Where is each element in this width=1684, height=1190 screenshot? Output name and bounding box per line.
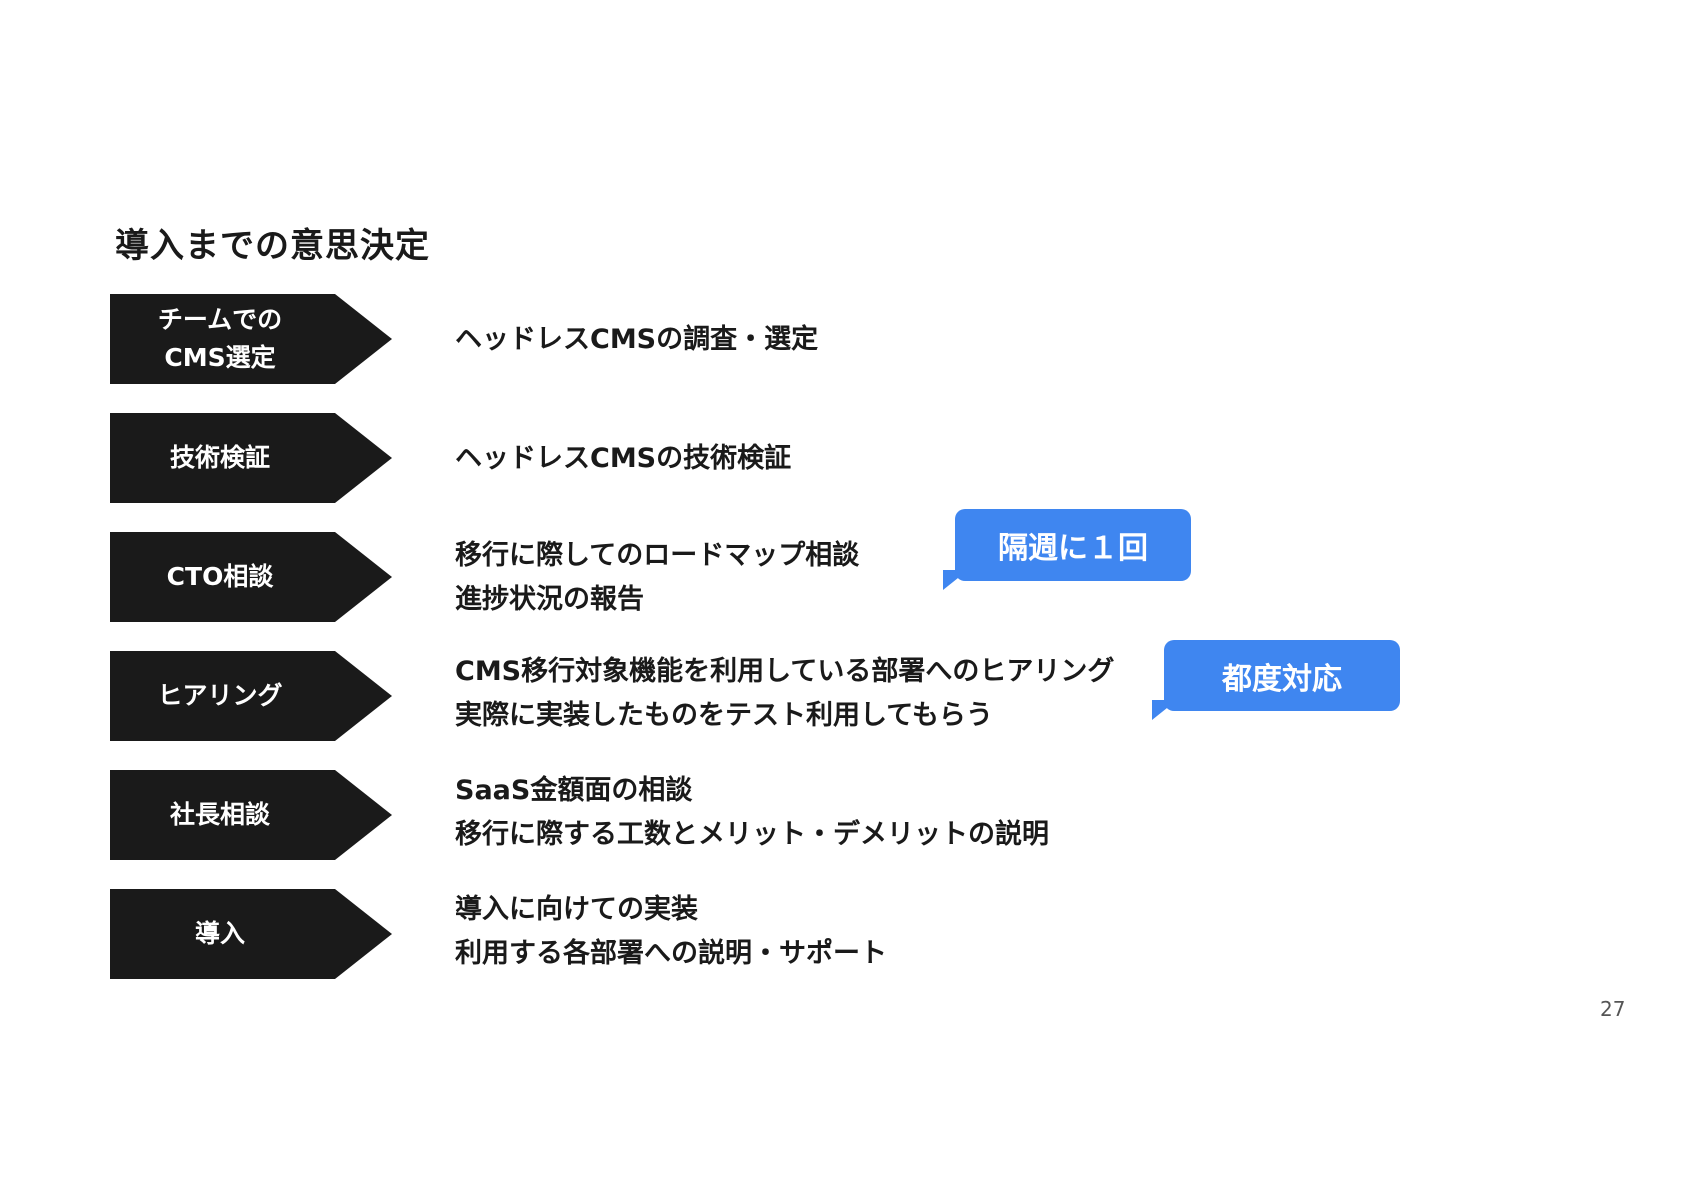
step-description-cto-consultation: 移行に際してのロードマップ相談 進捗状況の報告 (455, 534, 859, 622)
step-label-line: チームでの (157, 305, 283, 334)
step-label-line: ヒアリング (157, 681, 283, 710)
step-label: 技術検証 (170, 439, 270, 477)
step-arrow-introduction: 導入 (110, 889, 392, 979)
step-label: ヒアリング (157, 677, 282, 715)
step-arrow-ceo-consultation: 社長相談 (110, 770, 392, 860)
page-number: 27 (1600, 997, 1626, 1021)
step-label-line: CMS選定 (164, 343, 276, 372)
step-arrow-tech-verification: 技術検証 (110, 413, 392, 503)
description-line: ヘッドレスCMSの調査・選定 (455, 324, 819, 355)
description-line: 実際に実装したものをテスト利用してもらう (455, 700, 993, 731)
step-label-line: 技術検証 (169, 443, 270, 472)
slide-title: 導入までの意思決定 (115, 226, 430, 266)
step-label-line: CTO相談 (166, 562, 274, 591)
step-label: 社長相談 (170, 796, 270, 834)
description-line: CMS移行対象機能を利用している部署へのヒアリング (455, 656, 1115, 687)
step-description-tech-verification: ヘッドレスCMSの技術検証 (455, 437, 791, 481)
step-arrow-team-cms-selection: チームでの CMS選定 (110, 294, 392, 384)
description-line: 導入に向けての実装 (455, 894, 698, 925)
step-arrow-hearing: ヒアリング (110, 651, 392, 741)
step-description-introduction: 導入に向けての実装 利用する各部署への説明・サポート (455, 888, 887, 976)
step-description-team-cms-selection: ヘッドレスCMSの調査・選定 (455, 318, 818, 362)
description-line: 移行に際してのロードマップ相談 (455, 540, 860, 571)
description-line: SaaS金額面の相談 (455, 775, 693, 806)
description-line: 利用する各部署への説明・サポート (455, 938, 887, 969)
step-arrow-cto-consultation: CTO相談 (110, 532, 392, 622)
step-label: 導入 (195, 915, 245, 953)
step-label-line: 社長相談 (169, 800, 270, 829)
callout-biweekly: 隔週に１回 (955, 509, 1191, 581)
callout-as-needed: 都度対応 (1164, 640, 1400, 711)
step-label: チームでの CMS選定 (158, 301, 282, 377)
description-line: 移行に際する工数とメリット・デメリットの説明 (455, 819, 1049, 850)
step-description-ceo-consultation: SaaS金額面の相談 移行に際する工数とメリット・デメリットの説明 (455, 769, 1049, 857)
step-description-hearing: CMS移行対象機能を利用している部署へのヒアリング 実際に実装したものをテスト利… (455, 650, 1114, 738)
description-line: 進捗状況の報告 (455, 584, 644, 615)
step-label-line: 導入 (194, 919, 245, 948)
description-line: ヘッドレスCMSの技術検証 (455, 443, 792, 474)
step-label: CTO相談 (167, 558, 274, 596)
